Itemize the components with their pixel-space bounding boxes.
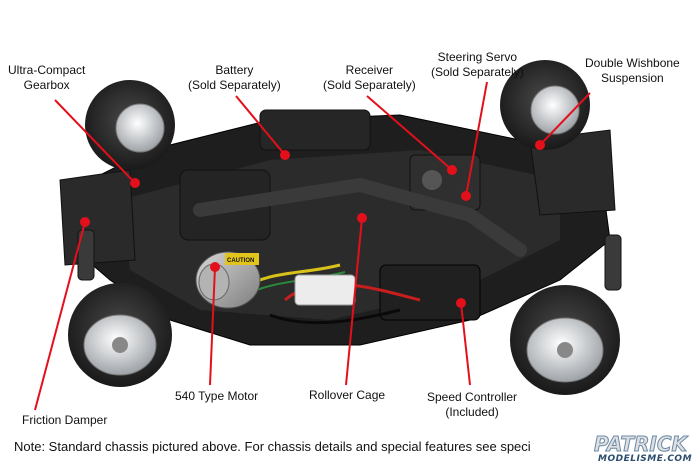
- label-servo: Steering Servo (Sold Separately): [431, 50, 524, 79]
- leader-esc-dot: [456, 298, 466, 308]
- leader-servo: [465, 81, 488, 197]
- front-right-wheel: [510, 285, 620, 395]
- footer-note: Note: Standard chassis pictured above. F…: [14, 439, 531, 454]
- wire-connector: [294, 274, 356, 306]
- battery-tray: [259, 109, 371, 151]
- leader-damper-dot: [80, 217, 90, 227]
- leader-cage-dot: [357, 213, 367, 223]
- rear-right-wheel: [68, 283, 172, 387]
- label-cage: Rollover Cage: [309, 388, 386, 402]
- leader-esc: [460, 302, 471, 386]
- watermark-bottom: MODELISME.COM: [598, 454, 693, 464]
- front-suspension: [529, 129, 616, 216]
- rollover-cage: [193, 177, 527, 257]
- label-esc: Speed Controller (Included): [427, 390, 518, 419]
- motor-sticker: [225, 253, 259, 265]
- leader-damper: [34, 221, 86, 411]
- label-motor: 540 Type Motor: [175, 389, 259, 403]
- label-gearbox: Ultra-Compact Gearbox: [8, 63, 86, 92]
- servo-horn: [422, 170, 442, 190]
- rear-damper: [77, 229, 95, 281]
- leader-gearbox-dot: [130, 178, 140, 188]
- leader-lines: [34, 81, 591, 411]
- leader-motor-dot: [210, 262, 220, 272]
- motor-sticker-text: CAUTION: [227, 258, 254, 264]
- front-damper: [604, 234, 622, 291]
- leader-wishbone-dot: [535, 140, 545, 150]
- leader-servo-dot: [461, 191, 471, 201]
- rear-suspension: [59, 169, 136, 266]
- leader-battery: [235, 95, 286, 156]
- black-wire: [269, 308, 401, 325]
- front-left-wheel: [500, 60, 590, 150]
- label-receiver: Receiver (Sold Separately): [323, 63, 416, 92]
- leader-cage: [345, 217, 363, 386]
- label-wishbone: Double Wishbone Suspension: [585, 56, 680, 85]
- label-damper: Friction Damper: [22, 413, 108, 427]
- leader-gearbox: [54, 99, 136, 184]
- esc-unit: [379, 264, 481, 321]
- watermark-logo: PATRICK MODELISME.COM: [590, 432, 700, 467]
- leader-battery-dot: [280, 150, 290, 160]
- leader-receiver: [366, 95, 453, 171]
- watermark-top: PATRICK: [593, 432, 688, 457]
- leader-wishbone: [539, 92, 591, 146]
- label-battery: Battery (Sold Separately): [188, 63, 281, 92]
- leader-receiver-dot: [447, 165, 457, 175]
- leader-motor: [209, 266, 216, 386]
- rear-left-wheel: [85, 80, 175, 170]
